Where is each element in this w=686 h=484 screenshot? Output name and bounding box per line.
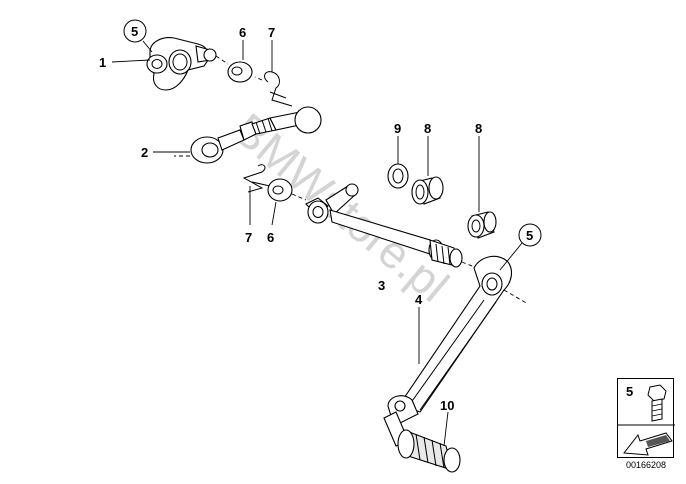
callout-4: 4 bbox=[415, 292, 423, 307]
part-2-shift-rod bbox=[174, 106, 322, 164]
part-9-washer bbox=[387, 163, 409, 189]
callout-circle-5-upper bbox=[123, 19, 147, 43]
callout-7-upper: 7 bbox=[268, 25, 275, 40]
part-10-foot-peg bbox=[383, 411, 461, 473]
part-8-bushing-right bbox=[467, 211, 497, 239]
callout-circle-5-right bbox=[518, 223, 542, 247]
callout-5-right: 5 bbox=[526, 228, 533, 243]
callout-8-left: 8 bbox=[424, 121, 431, 136]
part-6-washer-lower bbox=[267, 178, 293, 202]
part-6-washer-upper bbox=[227, 61, 253, 83]
part-8-bushing-left bbox=[411, 176, 444, 205]
callout-5-upper: 5 bbox=[131, 24, 138, 39]
callout-10: 10 bbox=[440, 398, 454, 413]
leader-6-lower bbox=[271, 201, 277, 226]
legend-item-number: 5 bbox=[626, 384, 634, 399]
image-id-label: 00166208 bbox=[625, 460, 667, 470]
callout-9: 9 bbox=[394, 121, 401, 136]
arrow-icon bbox=[623, 432, 673, 456]
legend-box: 5 bbox=[617, 378, 675, 458]
leader-5-right bbox=[499, 242, 523, 271]
part-7-clip-upper bbox=[254, 71, 293, 107]
callout-2: 2 bbox=[141, 145, 148, 160]
callout-8-right: 8 bbox=[475, 121, 482, 136]
callout-6-upper: 6 bbox=[239, 25, 246, 40]
legend-graphics bbox=[618, 384, 675, 456]
callout-7-lower: 7 bbox=[245, 230, 252, 245]
leader-10 bbox=[443, 411, 449, 447]
callout-1: 1 bbox=[99, 55, 106, 70]
callout-6-lower: 6 bbox=[267, 230, 274, 245]
callout-3: 3 bbox=[378, 278, 385, 293]
part-1-clamp-lever bbox=[146, 37, 229, 91]
leader-1 bbox=[111, 59, 151, 63]
part-7-clip-lower bbox=[242, 164, 271, 193]
leader-5-upper bbox=[142, 40, 153, 53]
part-3-shift-shaft bbox=[291, 183, 483, 271]
bolt-icon bbox=[647, 384, 667, 422]
